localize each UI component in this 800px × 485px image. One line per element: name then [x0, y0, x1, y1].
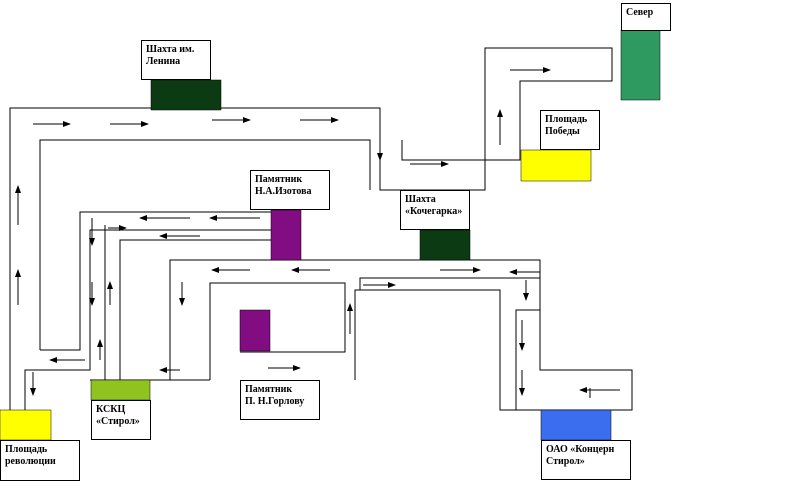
left-road-inner-edge	[40, 211, 271, 351]
shakhta-kochegarka-marker	[419, 229, 471, 261]
station-markers	[0, 29, 661, 441]
lower-left-edge	[24, 229, 271, 410]
route-outlines	[9, 47, 633, 411]
pamyatnik-izotova-marker	[270, 209, 302, 261]
mid-road-lower	[209, 282, 346, 380]
oao-koncern-stirol-marker	[540, 409, 612, 441]
ploshchad-pobedy-marker	[520, 149, 592, 182]
pamyatnik-gorlovu-marker	[239, 309, 271, 352]
label-ploshchad-pobedy: Площадь Победы	[540, 110, 600, 150]
label-pamyatnik-gorlovu: Памятник П. Н.Горлову	[240, 380, 320, 420]
ploshchad-revolyutsii-marker	[0, 409, 52, 441]
label-shakhta-lenina: Шахта им. Ленина	[141, 40, 211, 80]
label-oao-koncern-stirol: ОАО «Концерн Стирол»	[541, 440, 631, 480]
mid-road-outer	[119, 239, 271, 380]
label-shakhta-kochegarka: Шахта «Кочегарка»	[400, 190, 470, 230]
sever-marker	[620, 29, 661, 101]
shakhta-lenina-marker	[150, 79, 222, 111]
outer-road-inner-edge	[39, 139, 371, 350]
label-ploshchad-revolyutsii: Площадь революции	[0, 440, 80, 481]
label-sever: Север	[621, 3, 671, 31]
ksktz-stirol-marker	[90, 379, 151, 401]
gorlov-road	[354, 289, 540, 411]
direction-arrows	[15, 67, 620, 398]
right-road-inner	[359, 277, 540, 290]
label-ksktz-stirol: КСКЦ «Стирол»	[91, 400, 151, 440]
label-pamyatnik-izotova: Памятник Н.А.Изотова	[250, 170, 330, 210]
outer-road-outer-edge	[9, 47, 613, 410]
